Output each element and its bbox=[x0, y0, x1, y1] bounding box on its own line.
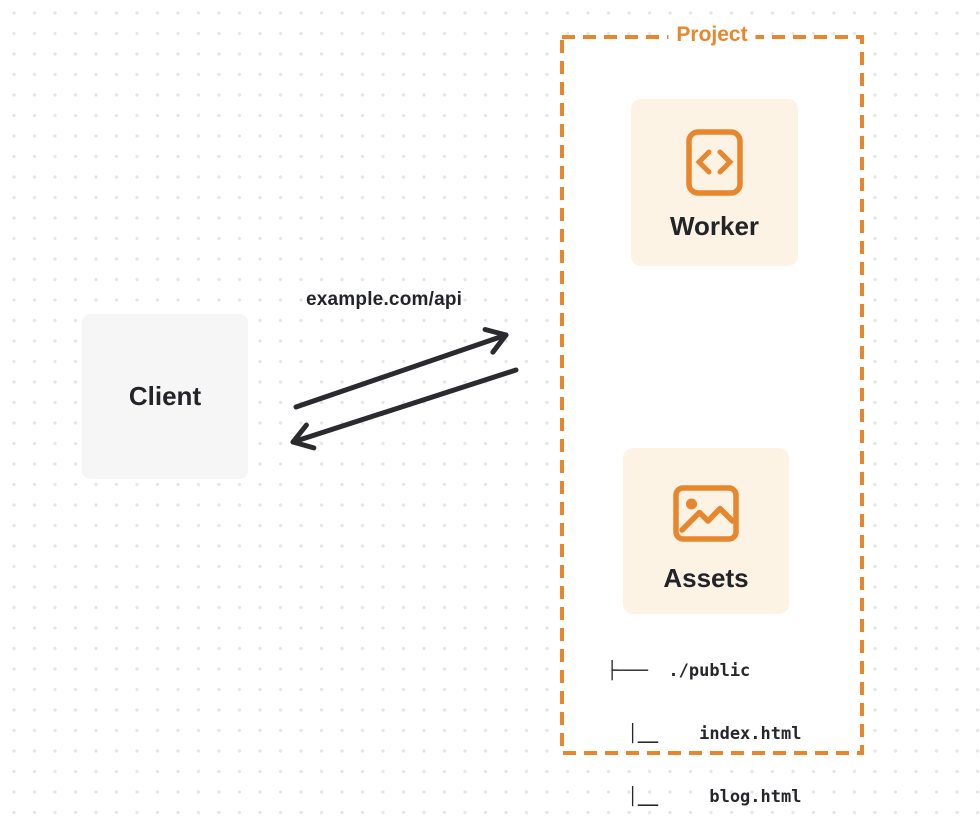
worker-label: Worker bbox=[669, 211, 760, 241]
project-group: Project Worker Assets ├─── ./public │__ … bbox=[560, 21, 864, 807]
image-icon bbox=[673, 485, 739, 542]
client-node: Client bbox=[82, 314, 248, 479]
api-url-label: example.com/api bbox=[306, 289, 463, 310]
worker-node: Worker bbox=[631, 99, 798, 266]
file-tree-line-blog: │__ blog.html bbox=[607, 787, 802, 807]
response-arrow bbox=[290, 367, 519, 451]
request-arrow bbox=[293, 326, 509, 410]
file-tree: ├─── ./public │__ index.html │__ blog.ht… bbox=[607, 619, 801, 818]
project-label: Project bbox=[668, 21, 756, 49]
code-file-icon bbox=[686, 129, 743, 196]
file-tree-line-public: ├─── ./public bbox=[607, 661, 751, 681]
assets-label: Assets bbox=[663, 563, 749, 593]
file-tree-line-index: │__ index.html bbox=[607, 724, 802, 744]
client-label: Client bbox=[128, 381, 202, 411]
assets-node: Assets bbox=[623, 448, 789, 614]
